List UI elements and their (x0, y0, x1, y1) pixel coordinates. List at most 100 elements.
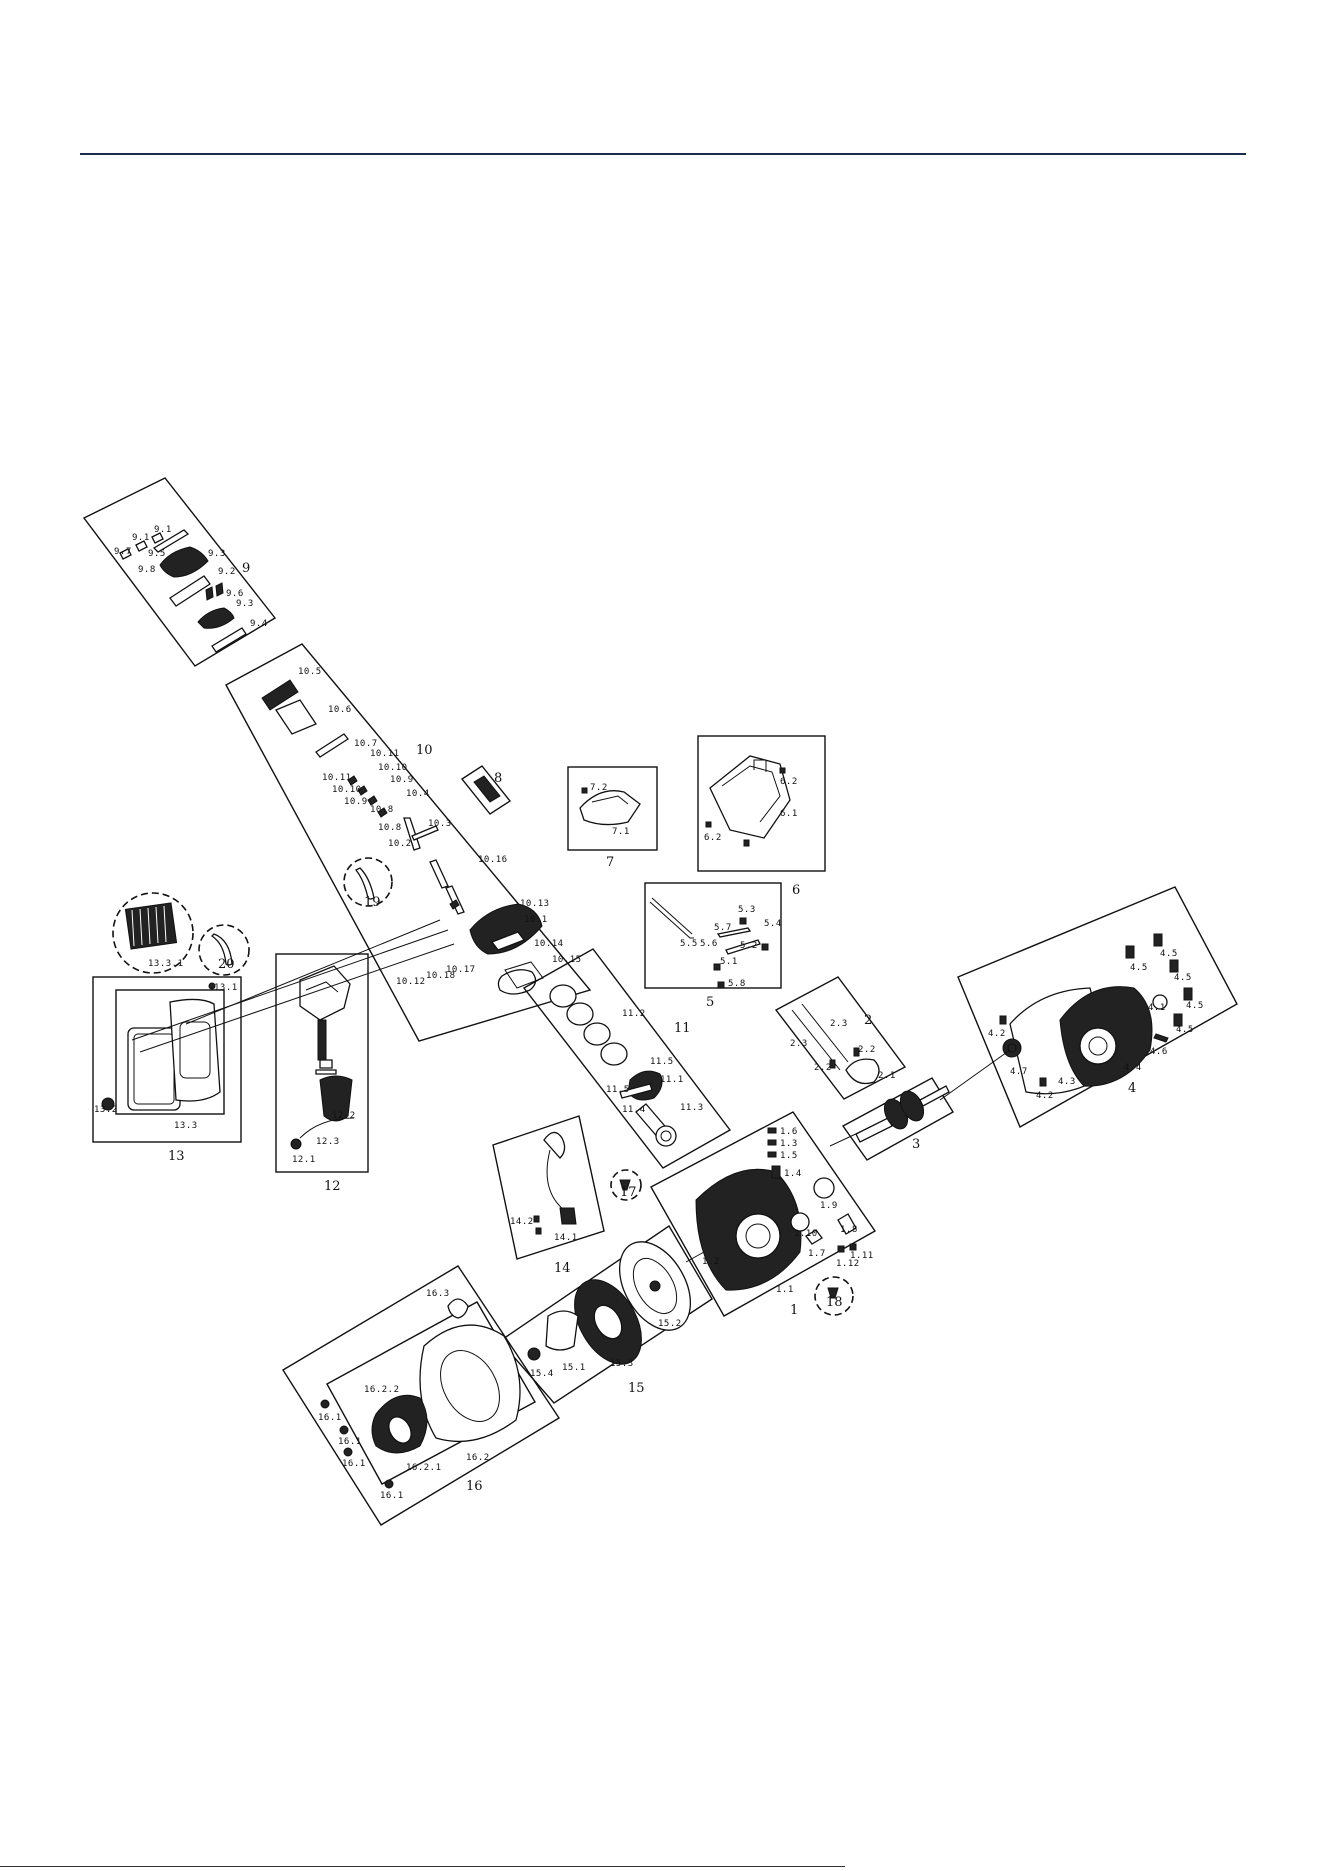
label-10-7: 10.7 (354, 739, 378, 749)
label-12-3: 12.3 (316, 1137, 340, 1147)
label-1-11: 1.11 (850, 1251, 874, 1261)
label-7-2: 7.2 (590, 783, 608, 793)
group-label-2: 2 (864, 1013, 872, 1028)
label-11-4: 11.4 (622, 1105, 646, 1115)
group-2-box: 2.3 2.3 2.2 2.2 2.1 2 (774, 976, 907, 1100)
label-12-2: 12.2 (332, 1111, 356, 1121)
group-16-box: 16.3 16.2.2 16.2.1 16.2 16.1 16.1 16.1 1… (282, 1265, 560, 1526)
label-5-8: 5.8 (728, 979, 746, 989)
label-10-9b: 10.9 (344, 797, 368, 807)
label-15-4: 15.4 (530, 1369, 554, 1379)
label-4-5c: 4.5 (1174, 973, 1192, 983)
label-16-3: 16.3 (426, 1289, 450, 1299)
group-label-12: 12 (324, 1179, 341, 1194)
label-11-5b: 11.5 (606, 1085, 630, 1095)
label-9-1b: 9.1 (154, 525, 172, 535)
label-5-2: 5.2 (740, 941, 758, 951)
label-10-14: 10.14 (534, 939, 564, 949)
label-5-6: 5.6 (700, 939, 718, 949)
label-1-4: 1.4 (784, 1169, 802, 1179)
label-1-1: 1.1 (776, 1285, 794, 1295)
group-label-10: 10 (416, 743, 433, 758)
label-6-2b: 6.2 (704, 833, 722, 843)
label-10-10a: 10.10 (378, 763, 408, 773)
group-label-11: 11 (674, 1021, 691, 1036)
group-label-15: 15 (628, 1381, 645, 1396)
group-19-detail: 19 (343, 857, 393, 910)
label-16-2-1: 16.2.1 (406, 1463, 442, 1473)
label-5-1: 5.1 (720, 957, 738, 967)
header-rule (80, 153, 1246, 155)
group-label-20: 20 (218, 957, 235, 972)
group-5-box: 5.3 5.7 5.4 5.5 5.6 5.2 5.1 5.8 5 (644, 882, 782, 1010)
group-label-18: 18 (826, 1295, 843, 1310)
label-9-2: 9.2 (218, 567, 236, 577)
label-11-3: 11.3 (680, 1103, 704, 1113)
label-6-2a: 6.2 (780, 777, 798, 787)
label-10-18: 10.18 (426, 971, 456, 981)
group-3-box: 3 (841, 1077, 954, 1161)
label-2-2a: 2.2 (858, 1045, 876, 1055)
label-1-9: 1.9 (820, 1201, 838, 1211)
label-1-2: 1.2 (702, 1257, 720, 1267)
group-13-box: 13.1 13.2 13.3 13 (92, 976, 242, 1164)
label-11-1: 11.1 (660, 1075, 684, 1085)
label-2-1: 2.1 (878, 1071, 896, 1081)
flywheel-axis-line (685, 1251, 705, 1263)
label-4-7: 4.7 (1010, 1067, 1028, 1077)
label-4-3: 4.3 (1058, 1077, 1076, 1087)
label-1-5: 1.5 (780, 1151, 798, 1161)
label-10-5: 10.5 (298, 667, 322, 677)
label-14-1: 14.1 (554, 1233, 578, 1243)
group-label-13: 13 (168, 1149, 185, 1164)
group-17-detail: 17 (610, 1169, 642, 1201)
label-4-5d: 4.5 (1186, 1001, 1204, 1011)
label-14-2: 14.2 (510, 1217, 534, 1227)
label-11-5a: 11.5 (650, 1057, 674, 1067)
label-15-2: 15.2 (658, 1319, 682, 1329)
label-13-3-1: 13.3.1 (148, 959, 184, 969)
label-16-2: 16.2 (466, 1453, 490, 1463)
footer-rule (0, 1866, 845, 1867)
label-16-1a: 16.1 (318, 1413, 342, 1423)
label-13-1: 13.1 (214, 983, 238, 993)
group-label-9: 9 (242, 561, 250, 576)
label-2-2b: 2.2 (814, 1063, 832, 1073)
group-8-box: 8 (460, 765, 512, 815)
crank-axis-line (939, 1049, 1011, 1101)
label-10-10b: 10.10 (332, 785, 362, 795)
label-4-1: 4.1 (1148, 1003, 1166, 1013)
group-label-8: 8 (494, 771, 502, 786)
group-label-5: 5 (706, 995, 714, 1010)
label-13-3: 13.3 (174, 1121, 198, 1131)
label-6-1: 6.1 (780, 809, 798, 819)
label-4-2b: 4.2 (1036, 1091, 1054, 1101)
label-13-2: 13.2 (94, 1105, 118, 1115)
label-1-8: 1.8 (840, 1225, 858, 1235)
group-9-box: 9.7 9.1 9.1 9.5 9.8 9.3 9.2 9.6 9.3 9.4 … (82, 477, 277, 667)
label-1-6: 1.6 (780, 1127, 798, 1137)
label-2-3a: 2.3 (830, 1019, 848, 1029)
label-10-11a: 10.11 (370, 749, 400, 759)
label-5-5: 5.5 (680, 939, 698, 949)
label-10-2: 10.2 (388, 839, 412, 849)
assembly-leader-lines (131, 919, 455, 1053)
label-10-1: 10.1 (524, 915, 548, 925)
label-1-12: 1.12 (836, 1259, 860, 1269)
group-label-3: 3 (912, 1137, 920, 1152)
label-10-12: 10.12 (396, 977, 426, 987)
label-4-5e: 4.5 (1176, 1025, 1194, 1035)
group-7-box: 7.2 7.1 7 (567, 766, 658, 870)
group-label-1: 1 (790, 1303, 798, 1318)
label-5-4: 5.4 (764, 919, 782, 929)
label-10-4: 10.4 (406, 789, 430, 799)
label-10-8a: 10.8 (370, 805, 394, 815)
group-18-detail: 18 (814, 1276, 854, 1316)
label-9-8: 9.8 (138, 565, 156, 575)
label-16-1b: 16.1 (338, 1437, 362, 1447)
group-6-box: 6.2 6.2 6.1 6 (697, 735, 826, 898)
label-1-7: 1.7 (808, 1249, 826, 1259)
label-10-3: 10.3 (428, 819, 452, 829)
